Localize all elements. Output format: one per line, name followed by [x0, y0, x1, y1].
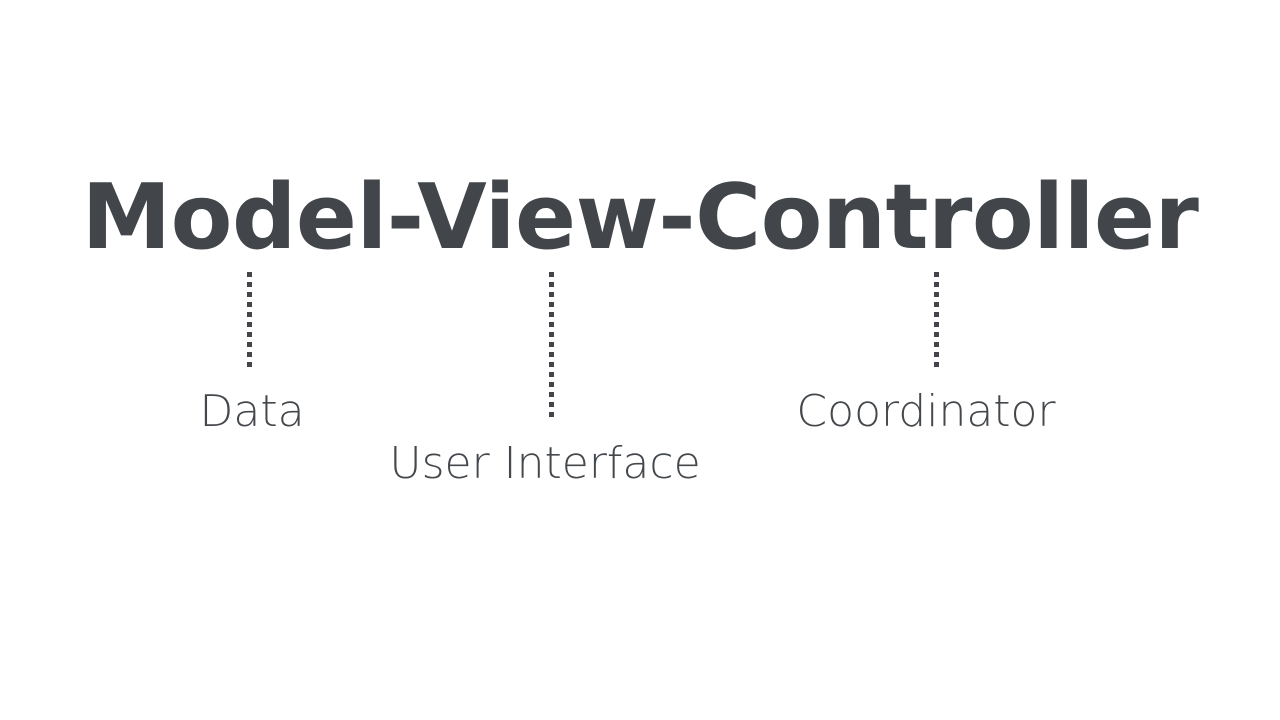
connector-controller: [934, 272, 939, 368]
label-view-user-interface: User Interface: [389, 438, 701, 489]
label-controller-coordinator: Coordinator: [796, 386, 1056, 437]
connector-view: [549, 272, 554, 420]
connector-model: [247, 272, 252, 368]
page-title: Model-View-Controller: [81, 165, 1199, 270]
label-model-data: Data: [199, 386, 305, 437]
